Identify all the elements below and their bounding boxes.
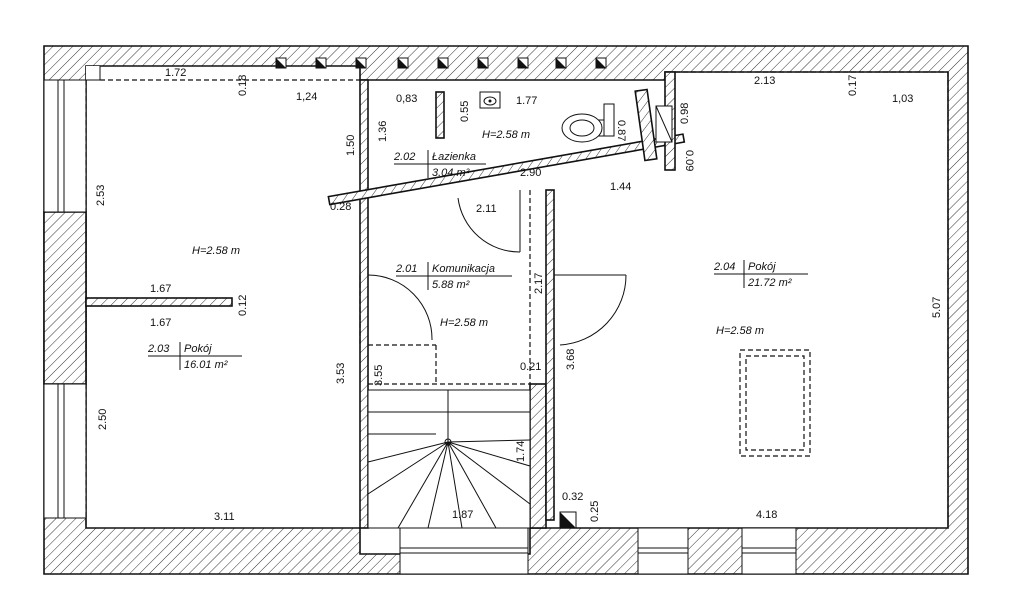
dim-172: 1.72 [165,67,186,79]
dim-028: 0.28 [330,201,351,213]
dash-stair-top [368,345,530,385]
wall-bath-inner [435,91,445,139]
room-label-202: 2.02 Łazienka 3.04 m² H=2.58 m [393,129,530,179]
wall-204-left [545,189,555,521]
dim-055: 0.55 [459,101,471,122]
dim-025: 0.25 [589,501,601,522]
dim-087: 0.87 [615,120,627,141]
dim-217: 2.17 [533,273,545,294]
dim-018: 0.18 [237,75,249,96]
door-204 [554,274,627,346]
toilet-icon [561,103,615,143]
door-bathroom [457,190,521,253]
dim-021: 0.21 [520,361,541,373]
dim-311: 3.11 [214,511,235,523]
left-window-bottom [43,383,87,519]
divider-wall-203 [85,297,233,307]
dim-174: 1.74 [515,441,527,462]
dim-250: 2.50 [97,409,109,430]
dim-353: 3.53 [335,363,347,384]
room-area-202: 3.04 m² [432,167,470,179]
dim-290: 2.90 [520,167,541,179]
wall-center-left [359,79,369,529]
room-id-201: 2.01 [395,263,417,275]
room-label-203: 2.03 Pokój 16.01 m² H=2.58 m [147,245,242,371]
room-id-203: 2.03 [147,343,170,355]
room-height-203-upper: H=2.58 m [192,245,240,257]
dim-253: 2.53 [95,185,107,206]
room-area-204: 21.72 m² [747,277,792,289]
staircase [367,389,531,529]
dim-187: 1.87 [452,509,473,521]
sink-icon [479,91,501,109]
bottom-window-3 [741,527,797,575]
dim-211: 2.11 [476,203,497,215]
room-area-201: 5.88 m² [432,279,470,291]
room-name-204: Pokój [748,261,776,273]
dim-418: 4.18 [756,509,777,521]
room-label-204: 2.04 Pokój 21.72 m² H=2.58 m [713,260,808,337]
room-id-204: 2.04 [713,261,735,273]
dim-012: 0.12 [237,295,249,316]
room-name-203: Pokój [184,343,212,355]
dim-150: 1.50 [345,135,357,156]
dim-167-top: 1.67 [150,283,171,295]
skylight [739,349,811,457]
bottom-window-1 [399,527,529,575]
dim-136: 1.36 [377,121,389,142]
wall-bath-bottom [327,133,686,206]
dim-103: 1,03 [892,93,913,105]
dim-083: 0,83 [396,93,417,105]
room-area-203: 16.01 m² [184,359,228,371]
room-height-202: H=2.58 m [482,129,530,141]
room-height-201: H=2.58 m [440,317,488,329]
dim-124: 1,24 [296,91,317,103]
bottom-window-2 [637,527,689,575]
roof-vents [275,57,607,69]
room-id-202: 2.02 [393,151,415,163]
dim-355: 3.55 [373,365,385,386]
room-height-204: H=2.58 m [716,325,764,337]
wall-bath-right [634,88,658,162]
dim-009: 0.09 [683,150,695,171]
room-label-201: 2.01 Komunikacja 5.88 m² H=2.58 m [395,262,512,329]
dim-167-bottom: 1.67 [150,317,171,329]
room-name-201: Komunikacja [432,263,495,275]
dim-507: 5.07 [931,297,943,318]
top-left-notch [86,66,100,80]
left-window-top [43,79,87,213]
dim-032: 0.32 [562,491,583,503]
dim-213: 2.13 [754,75,775,87]
room-name-202: Łazienka [432,151,476,163]
wall-stair-right [529,383,547,529]
dim-098: 0.98 [679,103,691,124]
left-wall-pier [43,211,87,385]
dim-177: 1.77 [516,95,537,107]
dim-368: 3.68 [565,349,577,370]
door-203 [367,274,433,341]
dim-017: 0.17 [847,75,859,96]
dim-144: 1.44 [610,181,631,193]
